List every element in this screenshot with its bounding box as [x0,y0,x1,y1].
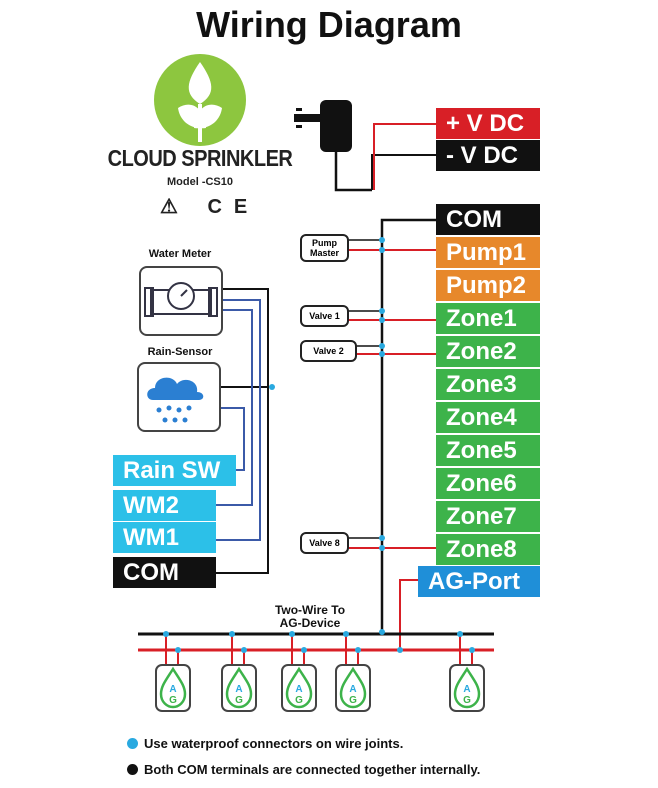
left-terminal-com: COM [113,557,216,588]
svg-text:G: G [463,695,471,706]
certification-marks: ⚠ CE [160,196,260,218]
svg-text:G: G [169,695,177,706]
svg-text:A: A [295,684,302,695]
brand-name: CLOUD SPRINKLER [107,146,293,172]
svg-text:A: A [169,684,176,695]
rain-cloud-icon [147,377,204,423]
terminal-zone7: Zone7 [436,501,540,532]
left-terminal-wm1: WM1 [113,522,216,553]
water-meter-device [139,266,223,336]
ag-drop-icon: A G [453,666,481,709]
terminal-pump1: Pump1 [436,237,540,268]
ag-device: A G [449,664,485,712]
svg-text:G: G [295,695,303,706]
left-terminal-wm2: WM2 [113,490,216,521]
terminal-pump2: Pump2 [436,270,540,301]
ag-device: A G [335,664,371,712]
rain-sensor-label: Rain-Sensor [147,346,213,358]
power-adapter-icon [294,100,372,192]
svg-text:A: A [235,684,242,695]
left-terminal-rain-sw: Rain SW [113,455,236,486]
ag-drop-icon: A G [225,666,253,709]
terminal-zone6: Zone6 [436,468,540,499]
note-com-terminals: Both COM terminals are connected togethe… [127,762,480,777]
valve-2-device: Valve 2 [300,340,357,362]
ag-drop-icon: A G [285,666,313,709]
terminal-zone4: Zone4 [436,402,540,433]
terminal-zone8: Zone8 [436,534,540,565]
model-number: Model -CS10 [166,176,233,188]
rain-sensor-device [137,362,221,432]
page-title: Wiring Diagram [196,4,462,45]
terminal-zone5: Zone5 [436,435,540,466]
ag-device: A G [155,664,191,712]
terminal-zone2: Zone2 [436,336,540,367]
svg-text:A: A [463,684,470,695]
blue-bullet-icon [127,738,138,749]
note-waterproof: Use waterproof connectors on wire joints… [127,736,403,751]
power-terminal-negative: - V DC [436,140,540,171]
svg-text:A: A [349,684,356,695]
ag-drop-icon: A G [159,666,187,709]
svg-text:G: G [235,695,243,706]
water-meter-icon [144,282,218,317]
terminal-ag-port: AG-Port [418,566,540,597]
terminal-com: COM [436,204,540,235]
power-terminal-positive: + V DC [436,108,540,139]
valve-1-device: Valve 1 [300,305,349,327]
terminal-zone1: Zone1 [436,303,540,334]
valve-8-device: Valve 8 [300,532,349,554]
ag-drop-icon: A G [339,666,367,709]
ag-device: A G [281,664,317,712]
pump-master-device: Pump Master [300,234,349,262]
two-wire-label: Two-Wire To AG-Device [274,603,346,630]
water-meter-label: Water Meter [148,248,212,260]
black-bullet-icon [127,764,138,775]
svg-text:G: G [349,695,357,706]
ag-device: A G [221,664,257,712]
terminal-zone3: Zone3 [436,369,540,400]
cloud-sprinkler-logo [150,50,250,150]
